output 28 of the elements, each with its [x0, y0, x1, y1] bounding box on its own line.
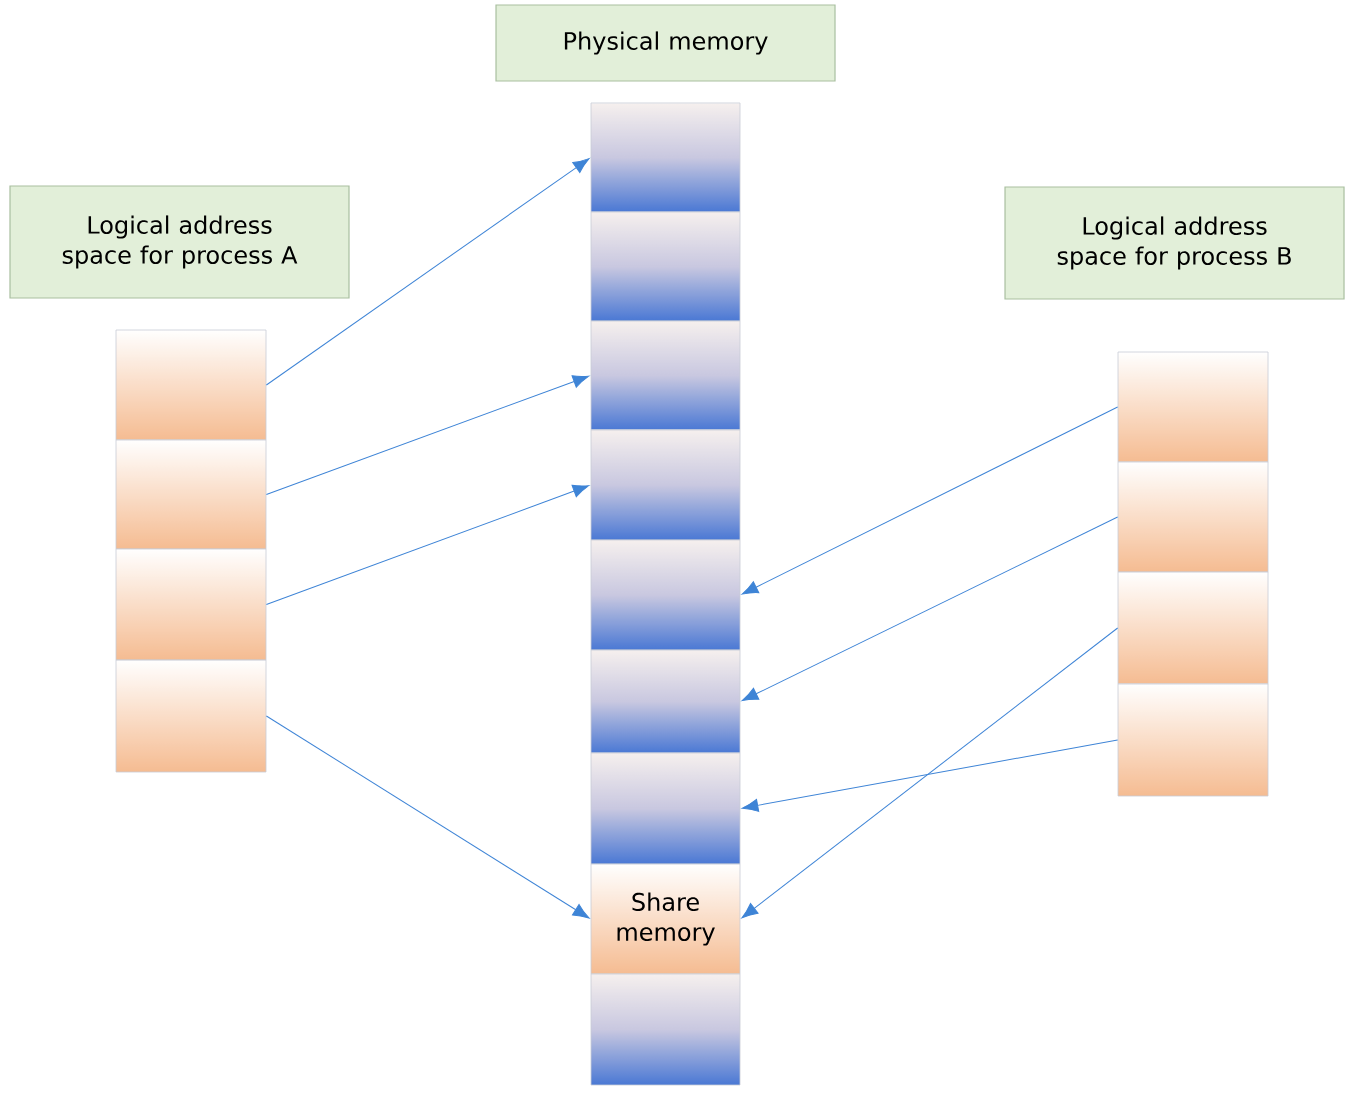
label-box: Logical address space for process B	[1004, 186, 1345, 300]
arrow	[741, 627, 1119, 919]
memory-frame	[590, 649, 741, 754]
memory-page	[115, 548, 267, 661]
memory-page	[1117, 571, 1269, 685]
memory-page	[1117, 683, 1269, 797]
memory-frame	[590, 320, 741, 431]
memory-frame	[590, 973, 741, 1086]
memory-frame	[590, 539, 741, 651]
arrow	[741, 516, 1119, 702]
memory-frame	[590, 102, 741, 213]
arrow	[265, 715, 590, 919]
label-box: Physical memory	[495, 4, 836, 82]
memory-page: Share memory	[590, 863, 741, 975]
memory-page	[115, 329, 267, 441]
arrow	[265, 375, 590, 495]
memory-page	[1117, 461, 1269, 573]
memory-page	[115, 659, 267, 773]
arrow	[741, 406, 1119, 595]
label-box: Logical address space for process A	[9, 185, 350, 299]
memory-frame	[590, 211, 741, 322]
arrow	[265, 158, 590, 386]
memory-page	[1117, 351, 1269, 463]
memory-frame	[590, 429, 741, 541]
arrow	[741, 739, 1119, 812]
memory-page	[115, 439, 267, 550]
arrow	[265, 484, 590, 605]
memory-frame	[590, 752, 741, 865]
